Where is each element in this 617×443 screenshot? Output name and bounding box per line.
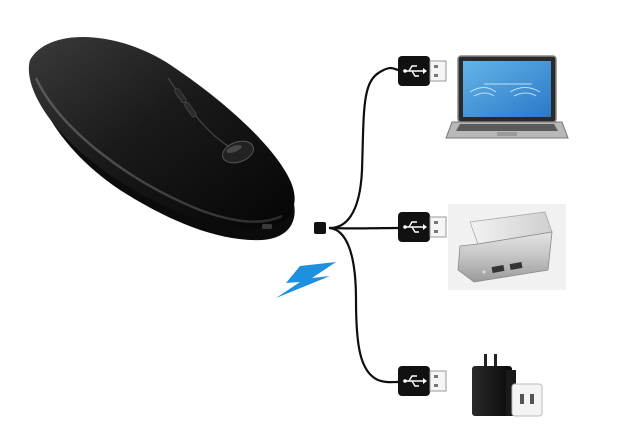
usb-plug-wall-charger bbox=[398, 366, 447, 396]
charging-cable bbox=[314, 66, 400, 384]
laptop-keyboard bbox=[456, 124, 558, 131]
charger-prong-2 bbox=[494, 354, 497, 368]
lightning-bolt-icon bbox=[276, 262, 336, 298]
laptop bbox=[445, 55, 569, 139]
power-bank bbox=[448, 204, 566, 290]
power-bank-usb-port-2 bbox=[509, 262, 523, 270]
power-bank-front bbox=[457, 231, 553, 283]
black-charger-side bbox=[506, 370, 516, 416]
usb-plug-power-bank bbox=[398, 212, 447, 242]
power-bank-usb-port-1 bbox=[491, 265, 505, 273]
mouse-edge-highlight bbox=[34, 77, 283, 223]
laptop-trackpad bbox=[497, 132, 517, 136]
mouse-side-button-1 bbox=[174, 88, 187, 104]
scroll-wheel bbox=[222, 140, 254, 164]
usb-symbol-icon bbox=[403, 65, 427, 77]
white-charger-body bbox=[511, 383, 543, 417]
mouse-charge-port bbox=[262, 224, 272, 229]
usb-plug-laptop bbox=[398, 56, 447, 86]
mouse-top-shell bbox=[28, 36, 295, 229]
charger-prong-1 bbox=[484, 354, 487, 368]
micro-usb-connector bbox=[314, 222, 326, 234]
black-charger-body bbox=[472, 366, 512, 416]
white-charger-port-1 bbox=[520, 394, 524, 404]
wireless-mouse bbox=[28, 36, 295, 241]
screen-wave-decoration bbox=[469, 83, 541, 97]
scroll-wheel-highlight bbox=[226, 145, 242, 153]
power-bank-led bbox=[482, 270, 486, 274]
wall-charger bbox=[472, 354, 543, 417]
usb-symbol-icon bbox=[403, 375, 427, 387]
white-charger-port-2 bbox=[530, 394, 534, 404]
usb-symbol-icon bbox=[403, 221, 427, 233]
mouse-side-button-2 bbox=[184, 102, 197, 118]
